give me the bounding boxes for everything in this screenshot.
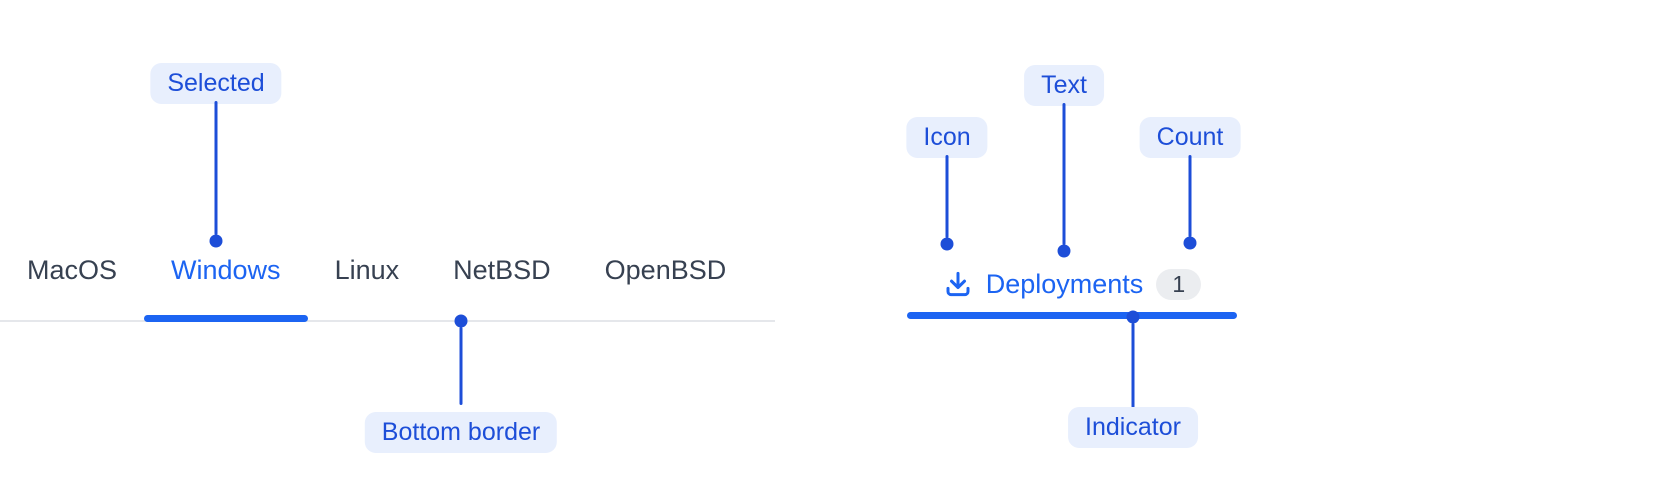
- callout-selected-label: Selected: [150, 63, 282, 104]
- callout-text-dot: [1057, 244, 1071, 258]
- tab-label: MacOS: [27, 255, 118, 285]
- callout-bottom-border-line: [459, 327, 463, 405]
- callout-indicator-line: [1131, 323, 1135, 408]
- tab-deployments[interactable]: Deployments 1: [907, 262, 1237, 319]
- callout-selected-line: [214, 101, 218, 235]
- callout-bottom-border-dot: [454, 314, 468, 328]
- tab-windows[interactable]: Windows: [144, 250, 308, 322]
- callout-count-dot: [1183, 236, 1197, 250]
- tab-label: OpenBSD: [604, 255, 727, 285]
- callout-icon-label: Icon: [906, 117, 988, 158]
- download-icon: [943, 269, 973, 299]
- tab-bar: MacOS Windows Linux NetBSD OpenBSD: [0, 250, 775, 322]
- callout-bottom-border-label: Bottom border: [364, 412, 558, 453]
- tab-netbsd[interactable]: NetBSD: [426, 250, 578, 320]
- tab-label: Linux: [334, 255, 400, 285]
- tab-deployments-content: Deployments 1: [907, 262, 1237, 306]
- tab-count-badge: 1: [1156, 268, 1202, 300]
- callout-text-line: [1062, 103, 1066, 245]
- callout-indicator-dot: [1126, 310, 1140, 324]
- callout-selected-dot: [209, 234, 223, 248]
- callout-icon-dot: [940, 237, 954, 251]
- tab-deployments-label: Deployments: [985, 268, 1144, 299]
- tab-macos[interactable]: MacOS: [0, 250, 144, 320]
- tab-linux[interactable]: Linux: [308, 250, 427, 320]
- selected-tab-indicator-bar: [907, 312, 1237, 319]
- callout-count-line: [1188, 155, 1192, 237]
- callout-count-label: Count: [1139, 117, 1241, 158]
- selected-tab-indicator: [144, 315, 308, 322]
- tab-openbsd[interactable]: OpenBSD: [578, 250, 754, 320]
- tab-label: NetBSD: [453, 255, 551, 285]
- callout-text-label: Text: [1024, 65, 1104, 106]
- callout-indicator-label: Indicator: [1068, 407, 1198, 448]
- tab-label: Windows: [171, 255, 281, 285]
- callout-icon-line: [945, 155, 949, 238]
